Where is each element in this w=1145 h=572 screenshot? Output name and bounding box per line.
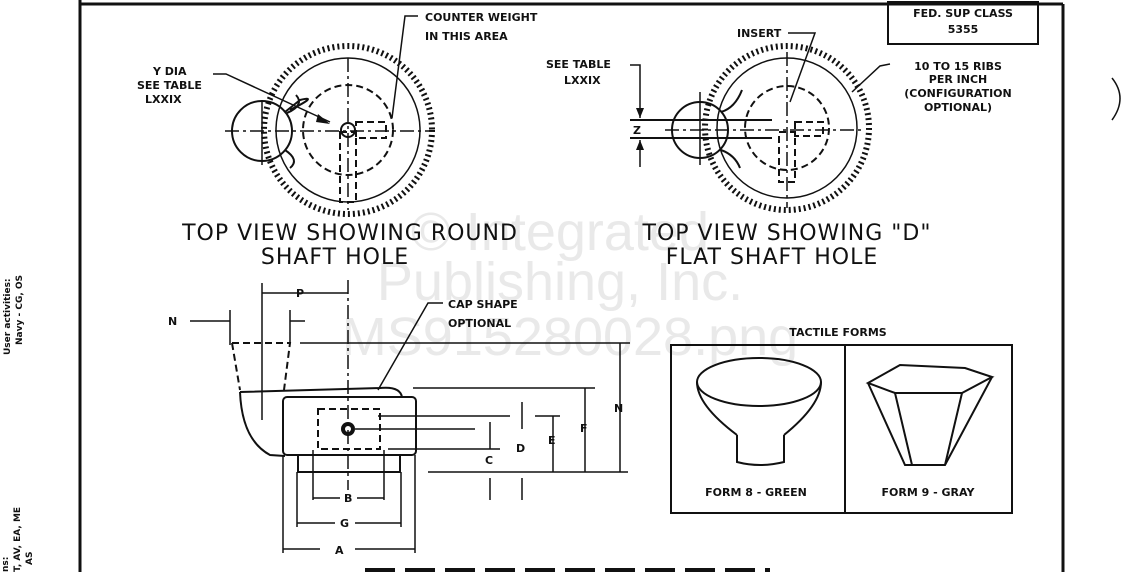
svg-text:10 TO 15 RIBS: 10 TO 15 RIBS: [914, 60, 1002, 73]
svg-text:F: F: [580, 422, 588, 435]
svg-text:E: E: [548, 434, 556, 447]
svg-text:N: N: [614, 402, 623, 415]
svg-text:ns:: ns:: [1, 557, 11, 572]
svg-text:SEE TABLE: SEE TABLE: [137, 79, 202, 92]
svg-text:COUNTER WEIGHT: COUNTER WEIGHT: [425, 11, 538, 24]
svg-text:FED. SUP CLASS: FED. SUP CLASS: [913, 7, 1013, 20]
svg-text:OPTIONAL): OPTIONAL): [924, 101, 992, 114]
svg-text:AS: AS: [25, 552, 35, 565]
top-view-d-flat-shaft: SEE TABLE LXXIX Z INSERT 10 TO 15 RIBS P…: [546, 27, 1012, 270]
svg-text:B: B: [344, 492, 352, 505]
svg-text:FORM 9 - GRAY: FORM 9 - GRAY: [882, 486, 976, 499]
tactile-forms-panel: TACTILE FORMS FORM 8 - GREEN FORM 9 - GR…: [670, 326, 1013, 514]
svg-text:C: C: [485, 454, 493, 467]
svg-text:LXXIX: LXXIX: [145, 93, 182, 106]
svg-text:Z: Z: [633, 124, 641, 137]
svg-text:(CONFIGURATION: (CONFIGURATION: [904, 87, 1012, 100]
form-8-knob: [696, 357, 822, 466]
svg-text:P: P: [296, 287, 304, 300]
svg-text:CAP SHAPE: CAP SHAPE: [448, 298, 518, 311]
form-9-knob: [865, 363, 995, 466]
svg-text:5355: 5355: [948, 23, 979, 36]
svg-text:Y DIA: Y DIA: [152, 65, 187, 78]
svg-text:A: A: [335, 544, 344, 557]
top-view-round-shaft: Y DIA SEE TABLE LXXIX COUNTER WEIGHT IN …: [137, 11, 538, 270]
svg-text:FLAT SHAFT HOLE: FLAT SHAFT HOLE: [666, 245, 878, 270]
side-view: P N CAP SHAPE OPTIONAL N F E D C: [168, 280, 770, 572]
svg-text:TOP VIEW SHOWING "D": TOP VIEW SHOWING "D": [642, 221, 932, 246]
svg-text:SHAFT HOLE: SHAFT HOLE: [261, 245, 409, 270]
svg-text:TACTILE FORMS: TACTILE FORMS: [789, 326, 886, 339]
svg-text:User activities:: User activities:: [3, 278, 13, 355]
svg-text:T, AV, EA, ME: T, AV, EA, ME: [13, 507, 23, 572]
margin-notes: User activities: Navy - CG, OS ns: T, AV…: [1, 275, 35, 572]
svg-text:D: D: [516, 442, 525, 455]
svg-text:MS915280028.png: MS915280028.png: [342, 307, 798, 367]
svg-text:SEE TABLE: SEE TABLE: [546, 58, 611, 71]
watermark: © Integrated Publishing, Inc. MS91528002…: [342, 202, 798, 367]
svg-text:© Integrated: © Integrated: [411, 202, 709, 262]
svg-text:TOP VIEW SHOWING ROUND: TOP VIEW SHOWING ROUND: [181, 221, 518, 246]
fed-sup-class-box: FED. SUP CLASS 5355: [887, 1, 1039, 45]
svg-text:IN THIS AREA: IN THIS AREA: [425, 30, 508, 43]
svg-text:Navy - CG, OS: Navy - CG, OS: [15, 275, 25, 345]
svg-text:G: G: [340, 517, 349, 530]
svg-text:OPTIONAL: OPTIONAL: [448, 317, 511, 330]
svg-text:PER INCH: PER INCH: [929, 73, 987, 86]
svg-text:N: N: [168, 315, 177, 328]
svg-text:LXXIX: LXXIX: [564, 74, 601, 87]
svg-text:INSERT: INSERT: [737, 27, 782, 40]
sheet-frame: [78, 0, 1121, 572]
svg-text:FORM 8 - GREEN: FORM 8 - GREEN: [705, 486, 807, 499]
svg-text:Publishing, Inc.: Publishing, Inc.: [377, 252, 743, 312]
